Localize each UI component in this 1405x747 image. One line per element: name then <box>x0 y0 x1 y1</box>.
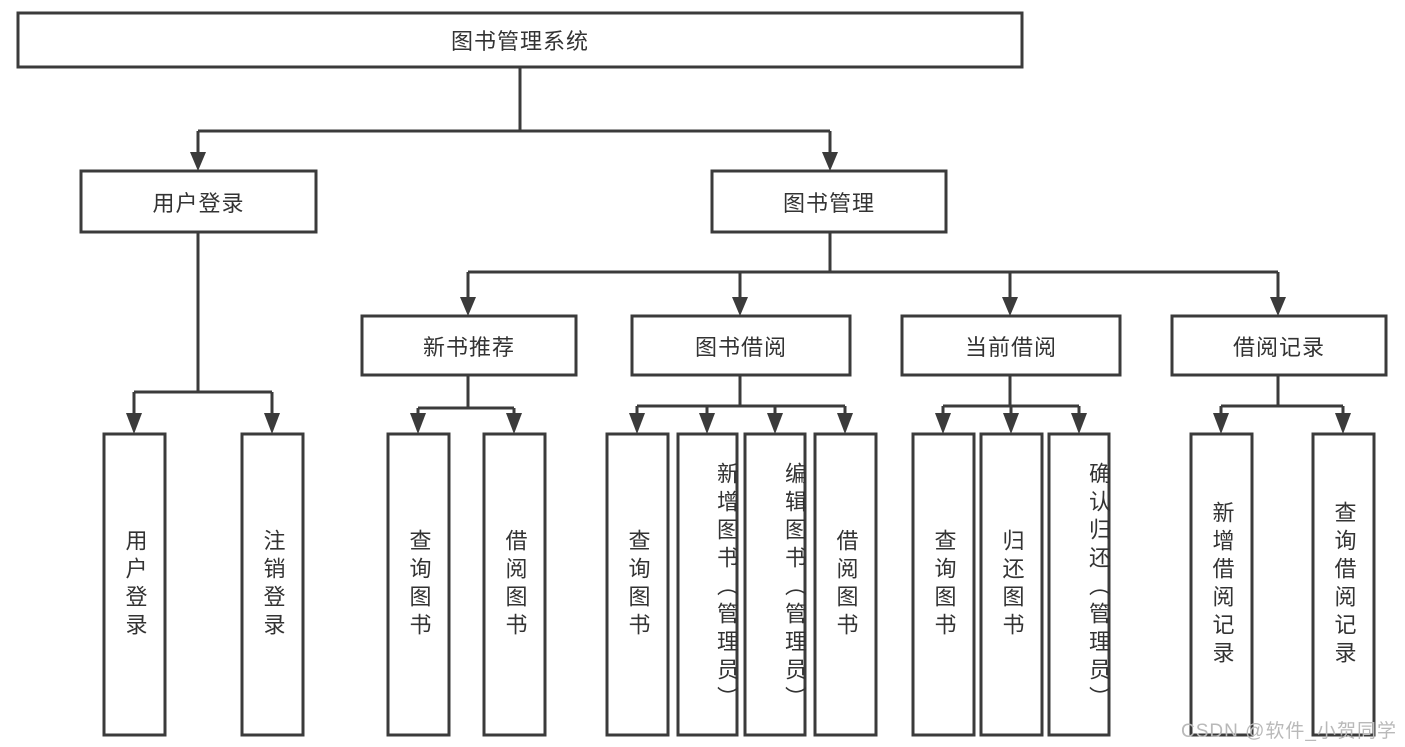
node-box-root[interactable] <box>16 11 1024 69</box>
leaf-box-logout[interactable] <box>240 432 305 737</box>
leaf-box-borrow-book-bw[interactable] <box>813 432 878 737</box>
arrowhead-nb-leaf2 <box>506 413 522 434</box>
arrowhead-br-leaf2 <box>1335 413 1351 434</box>
arrowhead-borrow-record <box>1270 297 1286 316</box>
arrowhead-br-leaf1 <box>1213 413 1229 434</box>
connector-group-borrow <box>629 375 853 434</box>
arrowhead-nb-leaf1 <box>410 413 426 434</box>
arrowhead-bw-leaf2 <box>699 413 715 434</box>
arrowhead-cb-leaf1 <box>935 413 951 434</box>
connector-group-current-borrow <box>935 375 1087 434</box>
arrowhead-bw-leaf1 <box>629 413 645 434</box>
node-box-new-book-recommend[interactable] <box>360 314 578 377</box>
leaf-box-return-book[interactable] <box>979 432 1044 737</box>
leaf-box-borrow-book-nb[interactable] <box>482 432 547 737</box>
node-box-book-borrow[interactable] <box>630 314 852 377</box>
leaf-box-query-book-cb[interactable] <box>911 432 976 737</box>
leaf-box-user-login[interactable] <box>102 432 167 737</box>
leaf-box-query-book-bw[interactable] <box>605 432 670 737</box>
leaf-box-add-book-admin[interactable] <box>676 432 739 737</box>
node-box-book-manage[interactable] <box>710 169 948 234</box>
arrowhead-leaf-logout <box>264 413 280 434</box>
arrowhead-cb-leaf2 <box>1003 413 1019 434</box>
connector-group-book-manage <box>460 232 1286 316</box>
connector-group-new-book <box>410 375 522 434</box>
arrowhead-book-manage <box>822 152 838 171</box>
leaf-box-query-book-nb[interactable] <box>386 432 451 737</box>
arrowhead-new-book <box>460 297 476 316</box>
leaf-box-confirm-return-admin[interactable] <box>1047 432 1111 737</box>
arrowhead-leaf-user-login <box>126 413 142 434</box>
arrowhead-user-login <box>190 152 206 171</box>
arrowhead-borrow <box>732 297 748 316</box>
node-box-user-login[interactable] <box>79 169 318 234</box>
leaf-box-add-record[interactable] <box>1189 432 1254 737</box>
arrowhead-current-borrow <box>1002 297 1018 316</box>
arrowhead-cb-leaf3 <box>1071 413 1087 434</box>
arrowhead-bw-leaf3 <box>767 413 783 434</box>
connector-group-root <box>190 67 838 171</box>
connector-group-borrow-record <box>1213 375 1351 434</box>
arrowhead-bw-leaf4 <box>837 413 853 434</box>
leaf-box-query-record[interactable] <box>1311 432 1376 737</box>
leaf-box-edit-book-admin[interactable] <box>743 432 807 737</box>
node-box-borrow-record[interactable] <box>1170 314 1388 377</box>
csdn-watermark: CSDN @软件_小贺同学 <box>1181 721 1397 742</box>
connector-group-user-login <box>126 232 280 434</box>
node-box-current-borrow[interactable] <box>900 314 1122 377</box>
